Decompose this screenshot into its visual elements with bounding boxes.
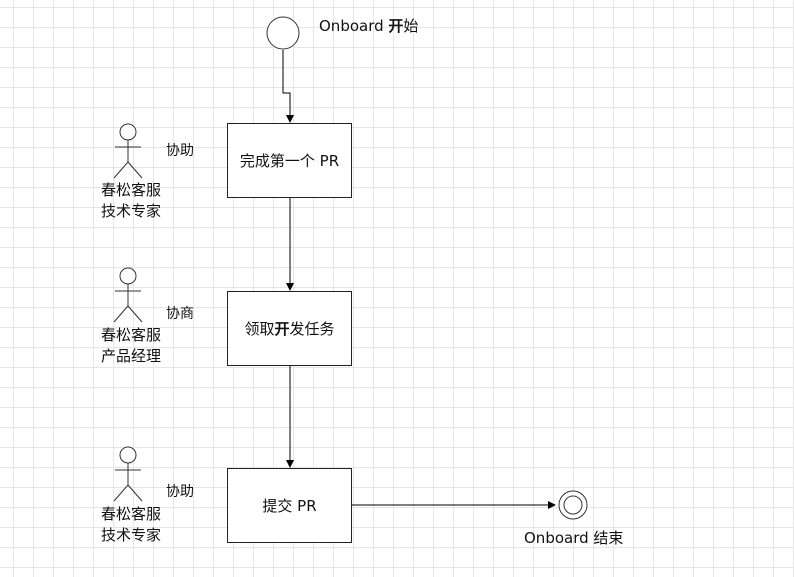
actor-action-label: 协商 (166, 306, 194, 322)
step-submit-pr[interactable]: 提交 PR (227, 468, 352, 543)
step-label: 提交 PR (262, 497, 317, 515)
end-label: Onboard 结束 (524, 529, 624, 547)
actor-action-label: 协助 (166, 143, 194, 159)
start-label-text: Onboard (319, 17, 389, 35)
actor-role-line: 产品经理 (100, 347, 161, 365)
actor-role-label: 春松客服 技术专家 (86, 180, 176, 222)
start-label: Onboard 开始 (319, 16, 418, 37)
actor-role-line: 春松客服 (100, 326, 161, 344)
start-label-bold: 开 (388, 17, 404, 35)
actor-role-line: 春松客服 (100, 181, 161, 199)
actor-role-line: 技术专家 (100, 202, 161, 220)
start-node (266, 16, 300, 50)
step-label: 完成第一个 PR (239, 152, 340, 170)
start-label-text-end: 始 (403, 17, 419, 35)
actor-role-line: 春松客服 (100, 505, 161, 523)
end-node-inner (563, 495, 583, 515)
connector-start-to-step1 (282, 50, 294, 123)
actor-role-label: 春松客服 产品经理 (86, 325, 176, 367)
actor-role-label: 春松客服 技术专家 (86, 504, 176, 546)
actor-role-line: 技术专家 (100, 526, 161, 544)
step-complete-first-pr[interactable]: 完成第一个 PR (227, 123, 352, 198)
step-label: 领取开发任务 (244, 320, 335, 338)
actor-icon (113, 123, 143, 179)
step-claim-dev-task[interactable]: 领取开发任务 (227, 291, 352, 366)
actor-icon (113, 446, 143, 502)
actor-action-label: 协助 (166, 484, 194, 500)
actor-icon (113, 267, 143, 323)
